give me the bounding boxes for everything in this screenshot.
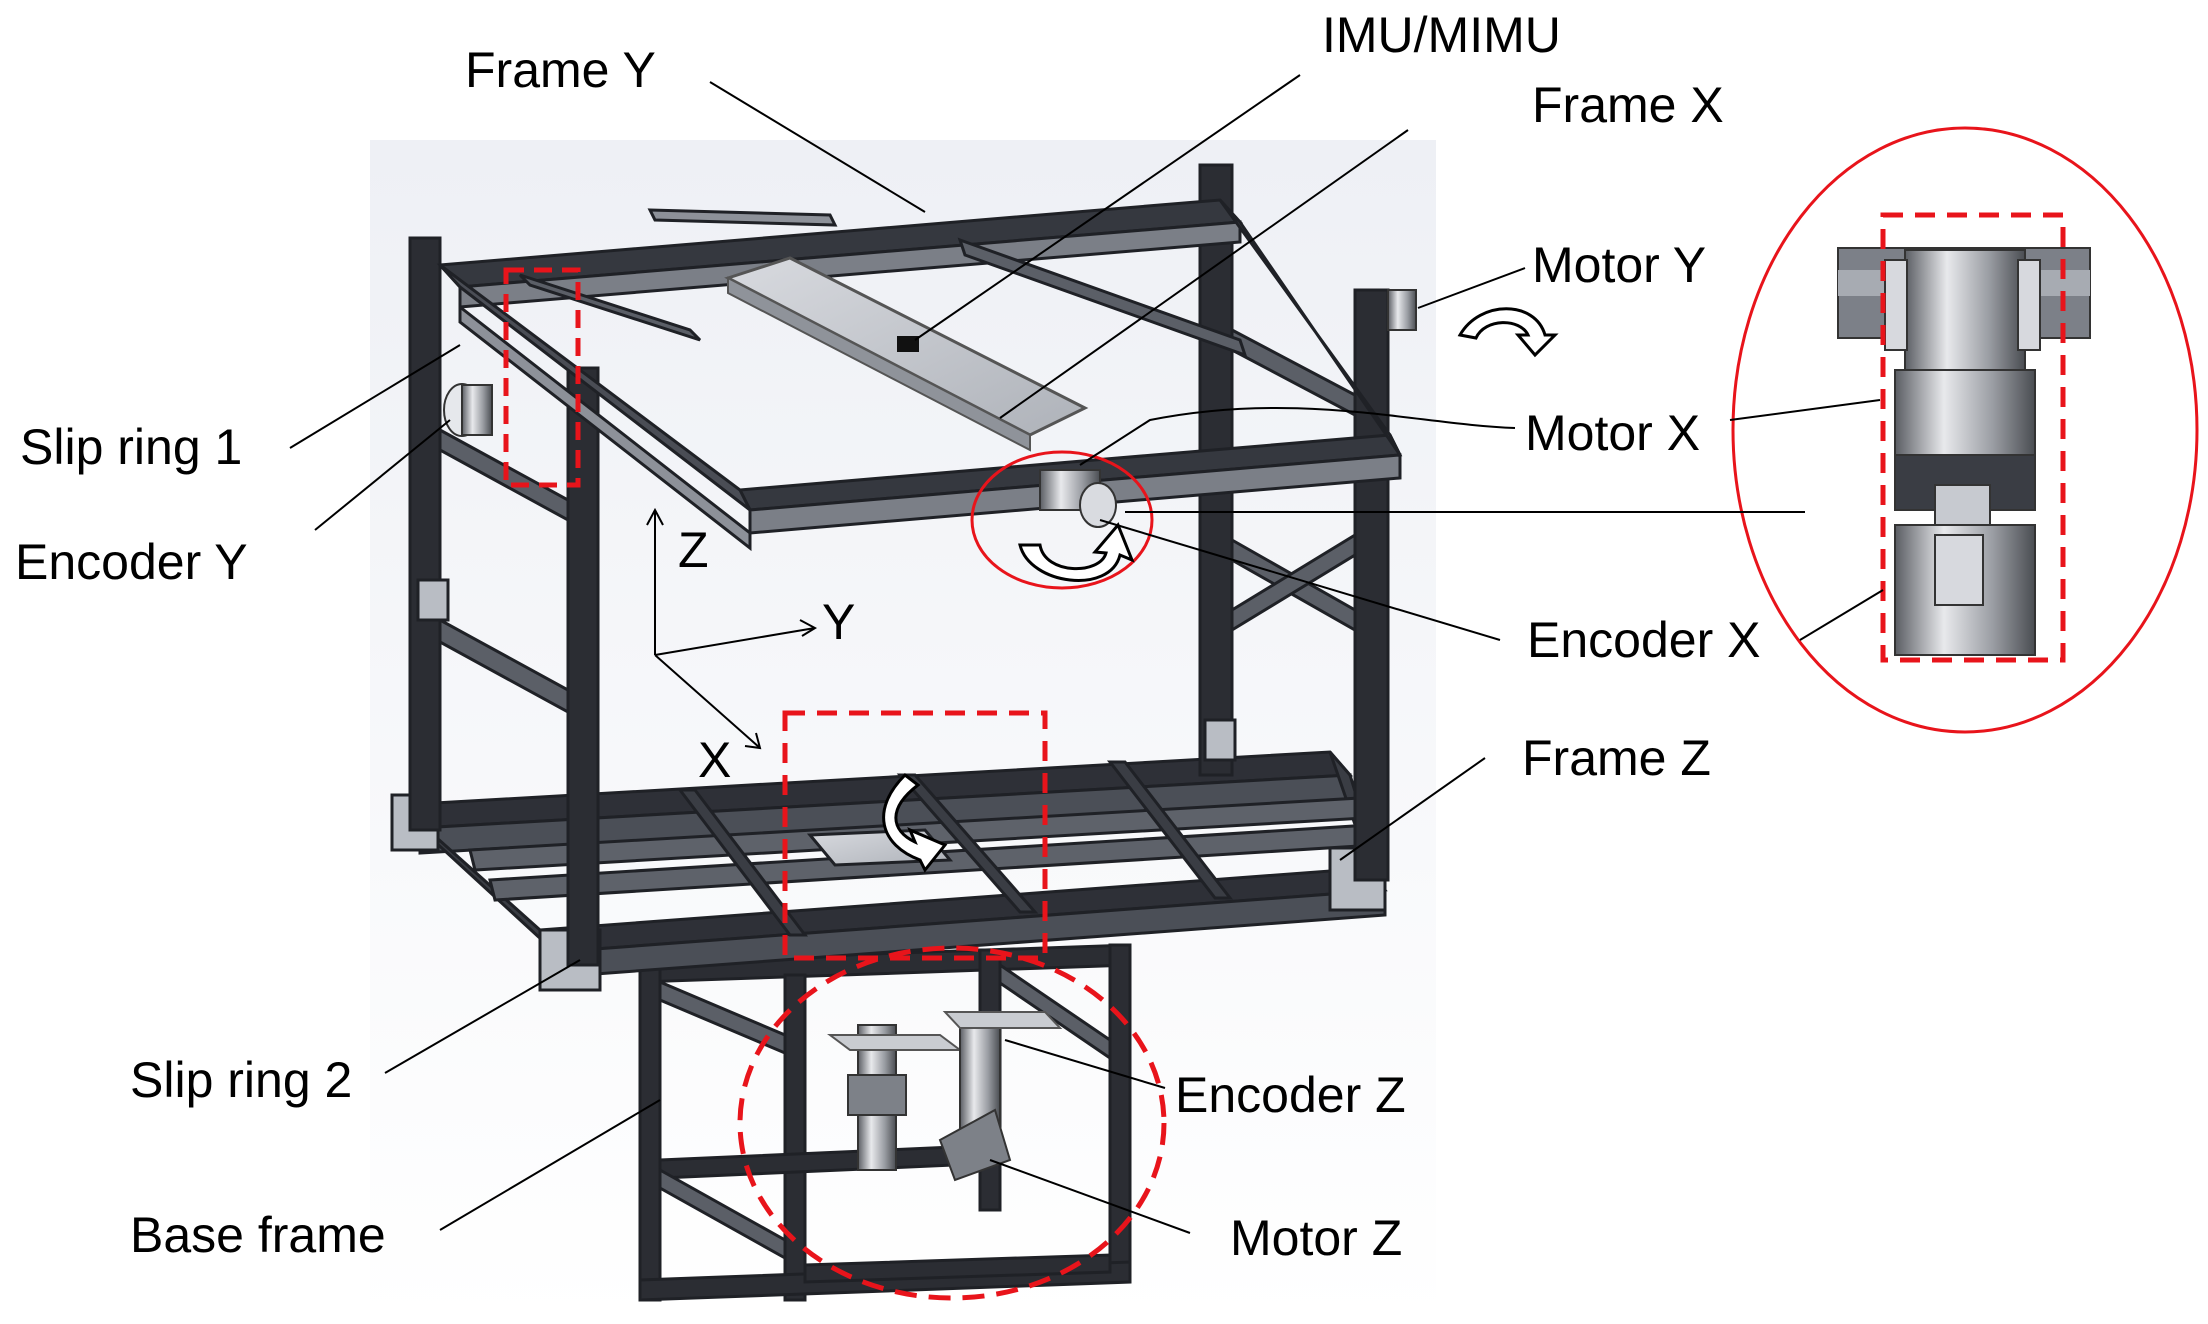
axis-label-z: Z [678,522,709,578]
highlight-marks [503,126,2199,1301]
imu-plate [724,256,1089,452]
imu-sensor [897,336,919,352]
label-imu: IMU/MIMU [1322,7,1561,63]
label-slip-ring-2: Slip ring 2 [130,1052,353,1108]
detail-inset-highlight [1880,212,2066,663]
slip-ring-1-highlight [503,267,581,488]
motor-x-highlight [970,450,1154,590]
label-slip-ring-1: Slip ring 1 [20,419,243,475]
frame-z-joint-highlight [782,710,1048,961]
frame-y-structure [408,163,1390,967]
label-motor-y: Motor Y [1532,237,1707,293]
motor-z-assembly [827,1011,1063,1182]
motor-y-rotation-arrow [1457,307,1559,358]
coordinate-axes [646,507,818,750]
label-motor-z: Motor Z [1230,1210,1403,1266]
label-frame-x: Frame X [1532,77,1724,133]
detail-inset-circle [1731,126,2199,734]
frame-x-structure [436,198,1403,552]
frame-z-rotation-arrow [882,773,948,873]
encoder-y-assembly [443,383,493,437]
label-encoder-y: Encoder Y [15,534,248,590]
motor-y-assembly [1387,289,1417,331]
label-base-frame: Base frame [130,1207,386,1263]
label-encoder-x: Encoder X [1527,612,1761,668]
label-frame-z: Frame Z [1522,730,1711,786]
axis-label-x: X [698,732,732,788]
rotation-arrows [882,307,1559,873]
base-frame-highlight [737,945,1167,1301]
label-frame-y: Frame Y [465,42,656,98]
motor-x-rotation-arrow [1018,522,1135,582]
leader-lines [289,74,1884,1234]
label-encoder-z: Encoder Z [1175,1067,1406,1123]
axis-label-y: Y [822,594,856,650]
label-motor-x: Motor X [1525,405,1701,461]
motor-encoder-detail-inset [1837,247,2091,656]
motor-x-assembly [1039,469,1117,528]
